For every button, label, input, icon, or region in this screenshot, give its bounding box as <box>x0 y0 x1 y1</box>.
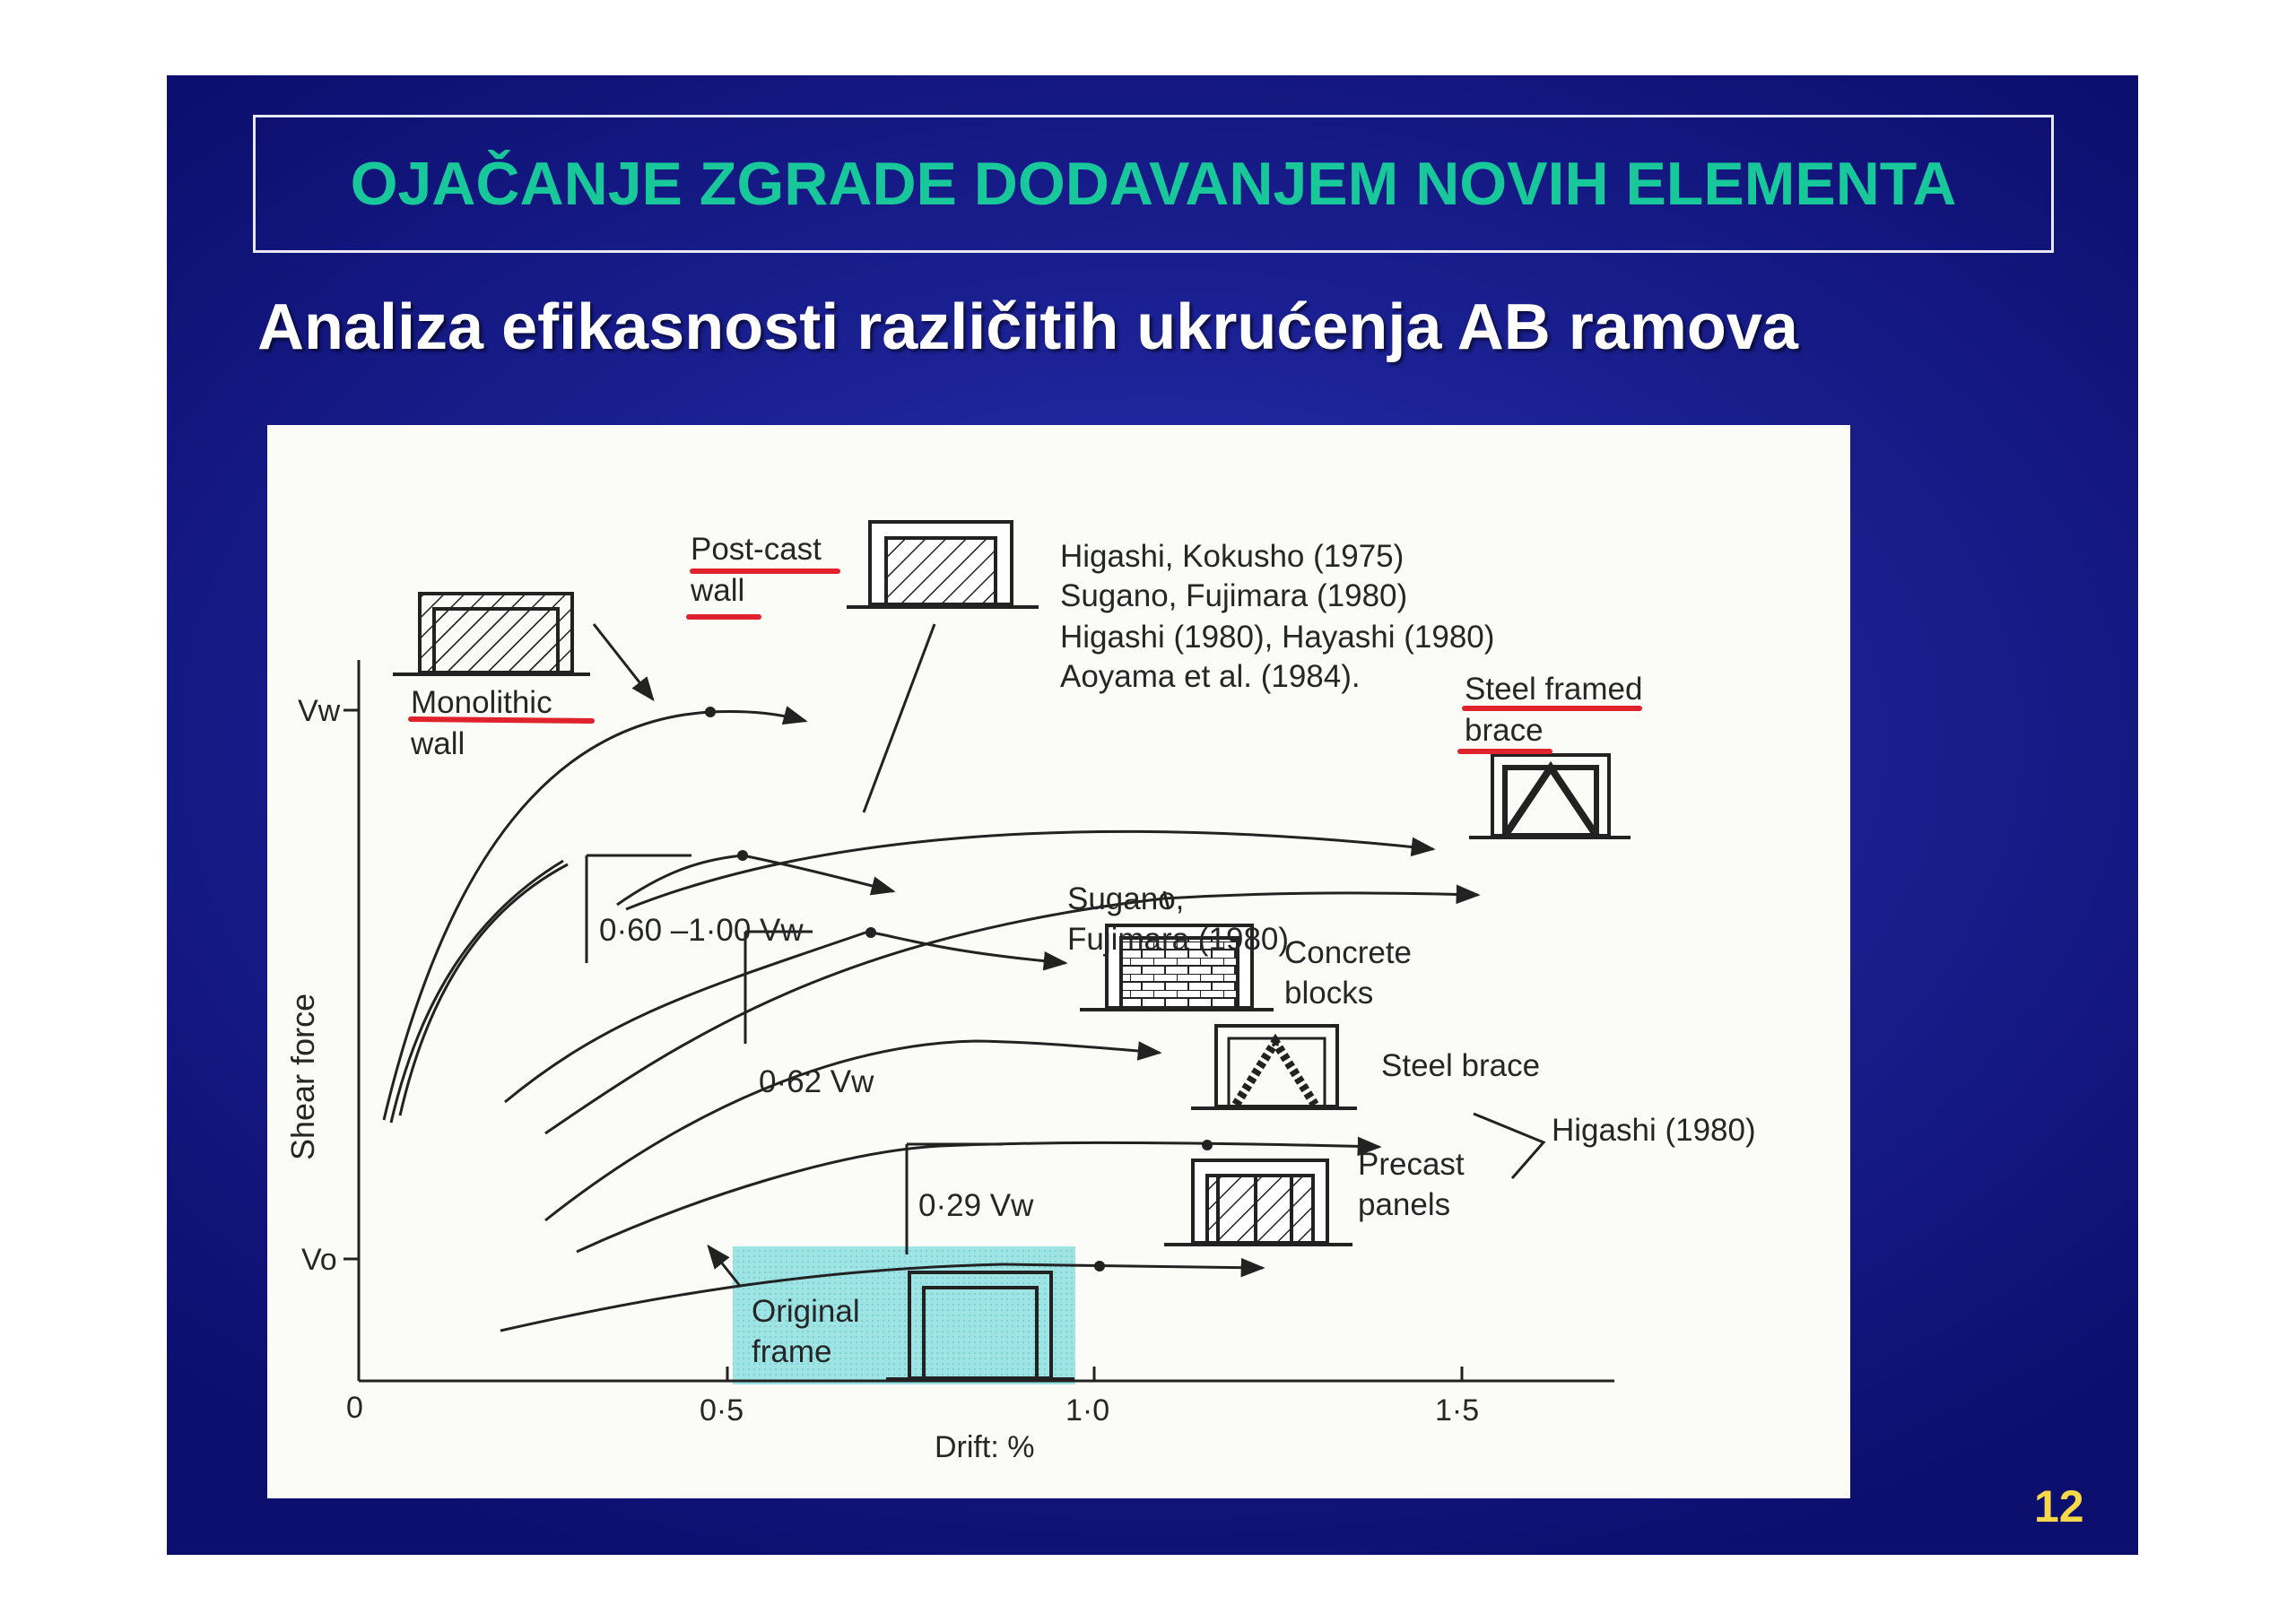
steel-brace-icon <box>1191 1024 1357 1110</box>
y-tick-vo: Vo <box>301 1243 337 1277</box>
slide-title: OJAČANJE ZGRADE DODAVANJEM NOVIH ELEMENT… <box>350 150 1957 218</box>
label-precast-line2: panels <box>1358 1187 1450 1222</box>
annotation-range-precast: 0·29 Vw <box>918 1188 1034 1223</box>
curve-steel-brace <box>544 1039 1162 1222</box>
label-steel-brace: Steel brace <box>1381 1048 1540 1083</box>
label-original-line1: Original <box>752 1294 860 1329</box>
label-concrete-line2: blocks <box>1284 976 1373 1011</box>
leader-monolithic <box>592 623 655 702</box>
point-precast-peak <box>1202 1140 1213 1150</box>
steel-framed-brace-icon <box>1469 753 1631 839</box>
ref-post-cast-3: Higashi (1980), Hayashi (1980) <box>1060 620 1494 655</box>
range-post-cast <box>585 854 691 891</box>
label-steel-framed-line2: brace <box>1465 713 1544 748</box>
curve-sugano <box>544 884 1481 1135</box>
label-original-line2: frame <box>752 1334 831 1369</box>
curve-original-frame <box>500 1257 1265 1332</box>
point-original-peak <box>1094 1261 1105 1271</box>
stiffening-diagram: Vw Vo 0 0·5 1·0 1·5 Drift: % Shear force <box>267 425 1850 1498</box>
x-tick-10: 1·0 <box>1065 1393 1109 1428</box>
curve-concrete-blocks <box>504 930 1068 1104</box>
curve-precast-panels <box>576 1136 1382 1254</box>
post-cast-wall-icon <box>847 520 1039 609</box>
original-frame-icon <box>886 1271 1074 1381</box>
y-tick-vw: Vw <box>298 694 341 728</box>
ref-post-cast-1: Higashi, Kokusho (1975) <box>1060 539 1404 574</box>
y-axis-label: Shear force <box>284 994 321 1160</box>
curve-steel-framed-brace <box>625 829 1436 911</box>
ref-post-cast-2: Sugano, Fujimara (1980) <box>1060 578 1407 613</box>
point-concrete-peak <box>865 927 876 938</box>
label-post-cast-line2: wall <box>690 573 744 608</box>
x-tick-0: 0 <box>346 1391 363 1425</box>
monolithic-wall-icon <box>393 592 590 676</box>
title-box: OJAČANJE ZGRADE DODAVANJEM NOVIH ELEMENT… <box>253 115 2054 253</box>
label-monolithic-line1: Monolithic <box>411 685 552 720</box>
ref-sugano-2: Fujimara (1980) <box>1067 922 1289 957</box>
leader-post-cast <box>862 623 936 813</box>
curve-post-cast-inner-2 <box>389 859 564 1124</box>
ref-sugano-1: Sugano, <box>1067 881 1184 916</box>
label-steel-framed-line1: Steel framed <box>1465 672 1642 707</box>
x-axis-label: Drift: % <box>935 1430 1034 1464</box>
point-monolithic-peak <box>705 707 716 717</box>
ref-post-cast-4: Aoyama et al. (1984). <box>1060 659 1361 694</box>
red-underlines <box>408 568 1642 754</box>
slide-subtitle: Analiza efikasnosti različitih ukrućenja… <box>257 291 1798 363</box>
x-tick-05: 0·5 <box>700 1393 744 1428</box>
curve-post-cast-inner <box>398 863 569 1116</box>
range-precast <box>905 1142 1003 1254</box>
curve-monolithic-wall <box>382 706 808 1121</box>
annotation-range-concrete: 0·62 Vw <box>759 1064 874 1099</box>
point-post-cast-peak <box>737 850 748 861</box>
label-monolithic-line2: wall <box>410 726 465 761</box>
precast-panels-icon <box>1164 1159 1352 1246</box>
higashi-bracket <box>1473 1112 1546 1179</box>
x-tick-15: 1·5 <box>1435 1393 1479 1428</box>
label-precast-line1: Precast <box>1358 1147 1465 1182</box>
slide-background: OJAČANJE ZGRADE DODAVANJEM NOVIH ELEMENT… <box>167 75 2138 1555</box>
range-concrete <box>744 930 813 1044</box>
ref-higashi: Higashi (1980) <box>1552 1113 1756 1148</box>
concrete-blocks-icon <box>1080 924 1274 1011</box>
leader-sugano <box>1162 890 1170 910</box>
leader-original <box>707 1244 742 1287</box>
label-post-cast-line1: Post-cast <box>691 532 822 567</box>
label-concrete-line1: Concrete <box>1284 935 1412 970</box>
page-number: 12 <box>2034 1481 2084 1532</box>
annotation-range-post-cast: 0·60 –1·00 Vw <box>599 913 804 948</box>
